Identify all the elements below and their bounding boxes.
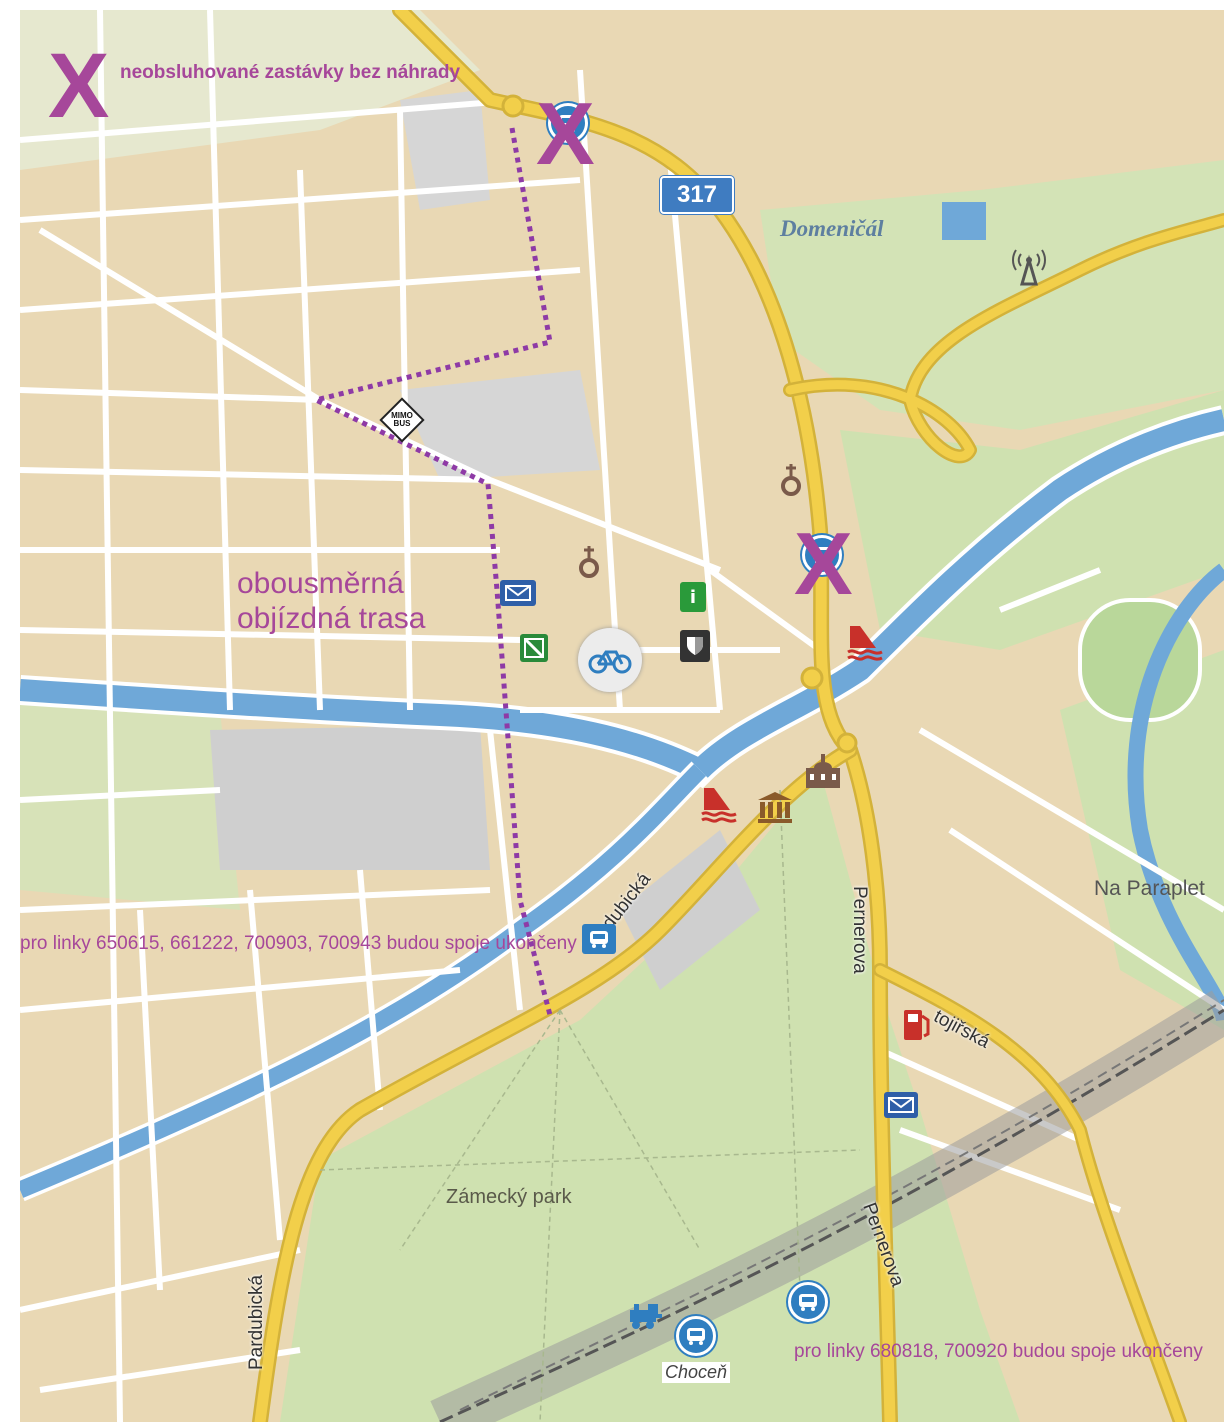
shop-icon[interactable] xyxy=(520,634,548,662)
map-base-layer xyxy=(20,10,1224,1422)
road-number-shield: 317 xyxy=(660,176,734,214)
info-icon[interactable]: i xyxy=(680,582,706,612)
place-label-domenical: Domeničál xyxy=(780,216,884,241)
street-label-pernerova: Pernerova xyxy=(849,886,870,974)
park-area xyxy=(760,160,1224,430)
legend-x-mark: X xyxy=(48,35,110,137)
detour-label: obousměrná objízdná trasa xyxy=(237,567,426,635)
fuel-station-icon[interactable] xyxy=(900,1004,934,1044)
map-canvas[interactable]: X neobsluhované zastávky bez náhrady obo… xyxy=(20,10,1224,1422)
pond xyxy=(942,202,986,240)
bus-stop-icon[interactable] xyxy=(676,1316,716,1356)
mail-icon[interactable] xyxy=(884,1092,918,1118)
bus-stop-icon[interactable] xyxy=(548,103,588,143)
roundabout xyxy=(501,94,525,118)
place-label-na-paraplet: Na Paraplet xyxy=(1094,877,1205,900)
river xyxy=(20,763,707,1198)
note-south-lines: pro linky 680818, 700920 budou spoje uko… xyxy=(794,1341,1203,1362)
park-area xyxy=(20,700,240,910)
street-label-pardubicka-south: Pardubická xyxy=(246,1274,267,1370)
bus-stop-icon[interactable] xyxy=(582,924,616,954)
place-label-park: Zámecký park xyxy=(446,1186,572,1208)
note-north-lines: pro linky 650615, 661222, 700903, 700943… xyxy=(20,933,577,954)
roundabout xyxy=(800,666,824,690)
mail-icon[interactable] xyxy=(500,580,536,606)
bus-stop-icon[interactable] xyxy=(788,1282,828,1322)
roundabout xyxy=(836,732,858,754)
church-icon[interactable] xyxy=(576,544,602,580)
industrial-area xyxy=(400,90,490,210)
church-icon[interactable] xyxy=(778,462,804,498)
park-paths xyxy=(319,789,861,1422)
cancelled-stop-x-mark: X xyxy=(536,84,595,183)
industrial-area xyxy=(400,370,600,480)
cancelled-stop-x-mark: X xyxy=(794,514,853,613)
weir-icon[interactable] xyxy=(700,784,738,824)
town-hall-icon[interactable] xyxy=(680,630,710,662)
weir-icon[interactable] xyxy=(846,622,884,662)
river xyxy=(1127,563,1224,1022)
industrial-area xyxy=(210,725,490,870)
legend-text: neobsluhované zastávky bez náhrady xyxy=(120,62,461,83)
antenna-icon xyxy=(1012,246,1046,286)
train-icon[interactable] xyxy=(628,1300,664,1330)
street-grid xyxy=(20,10,1224,1422)
museum-icon[interactable] xyxy=(756,790,794,824)
bus-stop-icon[interactable] xyxy=(802,535,842,575)
bike-icon[interactable] xyxy=(578,628,642,692)
castle-icon[interactable] xyxy=(804,754,842,790)
major-roads xyxy=(252,10,1224,1422)
station-label-chocen[interactable]: Choceň xyxy=(662,1362,731,1383)
park-area xyxy=(280,770,1020,1422)
railway xyxy=(459,999,1224,1411)
railway xyxy=(439,1008,1224,1422)
